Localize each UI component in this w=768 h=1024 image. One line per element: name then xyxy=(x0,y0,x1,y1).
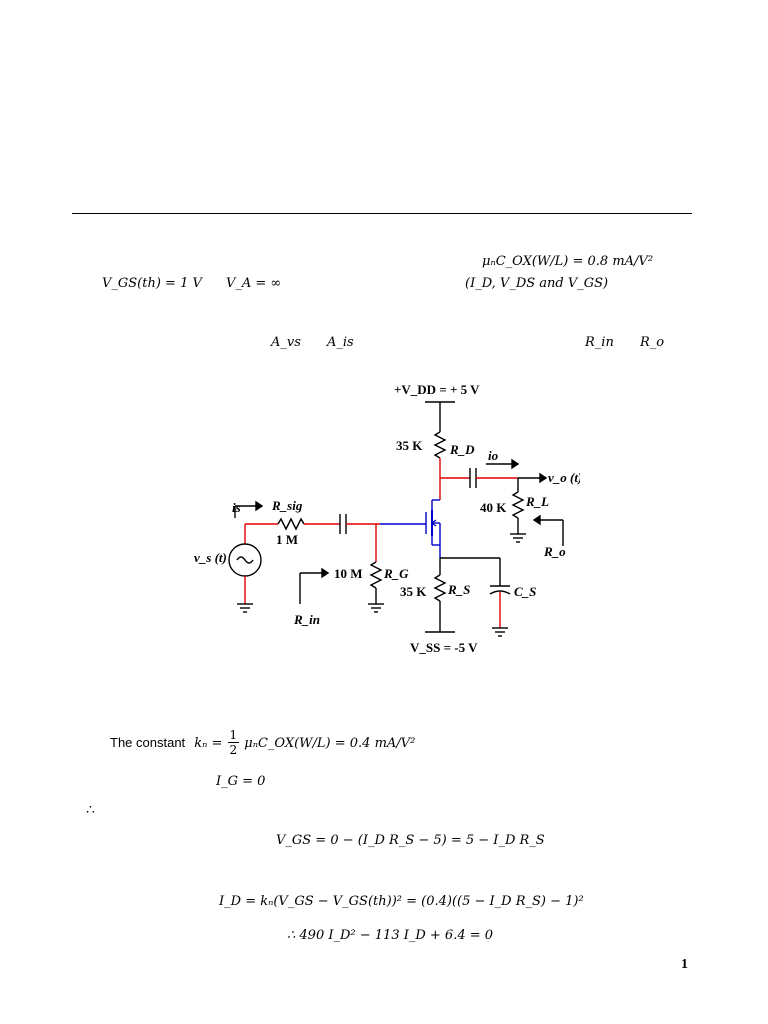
rs-resistor xyxy=(433,574,447,602)
rd-name: R_D xyxy=(449,442,475,457)
common-source-amplifier-circuit: +V_DD = + 5 V 35 K R_D io v_o (t) 40 K R… xyxy=(194,382,580,655)
rl-resistor xyxy=(511,491,525,519)
therefore-symbol: ∴ xyxy=(86,802,95,818)
kn-prefix: The constant xyxy=(110,735,186,750)
rg-resistor xyxy=(369,561,383,589)
is-label: is xyxy=(232,500,241,515)
rl-name: R_L xyxy=(525,494,549,509)
rg-name: R_G xyxy=(383,566,409,581)
page-number: 1 xyxy=(681,957,688,972)
rs-value: 35 K xyxy=(400,584,427,599)
given-va: V_A = ∞ xyxy=(226,276,282,291)
kn-rhs: μₙC_OX(W/L) = 0.4 mA/V² xyxy=(244,736,416,751)
rsig-value: 1 M xyxy=(276,532,298,547)
vgs-equation: V_GS = 0 − (I_D R_S − 5) = 5 − I_D R_S xyxy=(276,833,545,848)
vdd-label: +V_DD = + 5 V xyxy=(394,382,480,397)
rd-value: 35 K xyxy=(396,438,423,453)
quadratic-equation: ∴ 490 I_D² − 113 I_D + 6.4 = 0 xyxy=(287,928,494,943)
find-ro: R_o xyxy=(640,335,665,350)
vs-label: v_s (t) xyxy=(194,550,227,565)
id-equation: I_D = kₙ(V_GS − V_GS(th))² = (0.4)((5 − … xyxy=(219,894,584,909)
given-vgs-th: V_GS(th) = 1 V xyxy=(102,276,202,291)
header-rule xyxy=(72,213,692,214)
find-dc-values: (I_D, V_DS and V_GS) xyxy=(465,276,609,291)
rg-value: 10 M xyxy=(334,566,363,581)
kn-fraction-bottom: 2 xyxy=(229,743,238,757)
rs-name: R_S xyxy=(447,582,470,597)
io-label: io xyxy=(488,448,499,463)
rsig-name: R_sig xyxy=(271,498,303,513)
ig-equation: I_G = 0 xyxy=(216,774,266,789)
ro-circuit-label: R_o xyxy=(543,544,566,559)
kn-equation: The constant kₙ = 1 2 μₙC_OX(W/L) = 0.4 … xyxy=(110,728,415,757)
find-avs: A_vs xyxy=(271,335,301,350)
rin-circuit-label: R_in xyxy=(293,612,320,627)
vss-label: V_SS = -5 V xyxy=(410,640,478,655)
rl-value: 40 K xyxy=(480,500,507,515)
kn-lhs: kₙ = xyxy=(194,736,223,751)
kn-fraction-top: 1 xyxy=(227,728,240,743)
rsig-resistor xyxy=(277,517,305,531)
cs-label: C_S xyxy=(514,584,536,599)
kn-fraction: 1 2 xyxy=(227,728,240,757)
vo-label: v_o (t) xyxy=(548,470,580,485)
given-mun-cox: μₙC_OX(W/L) = 0.8 mA/V² xyxy=(482,254,654,269)
rd-resistor xyxy=(433,431,447,459)
find-ais: A_is xyxy=(327,335,354,350)
find-rin: R_in xyxy=(585,335,614,350)
